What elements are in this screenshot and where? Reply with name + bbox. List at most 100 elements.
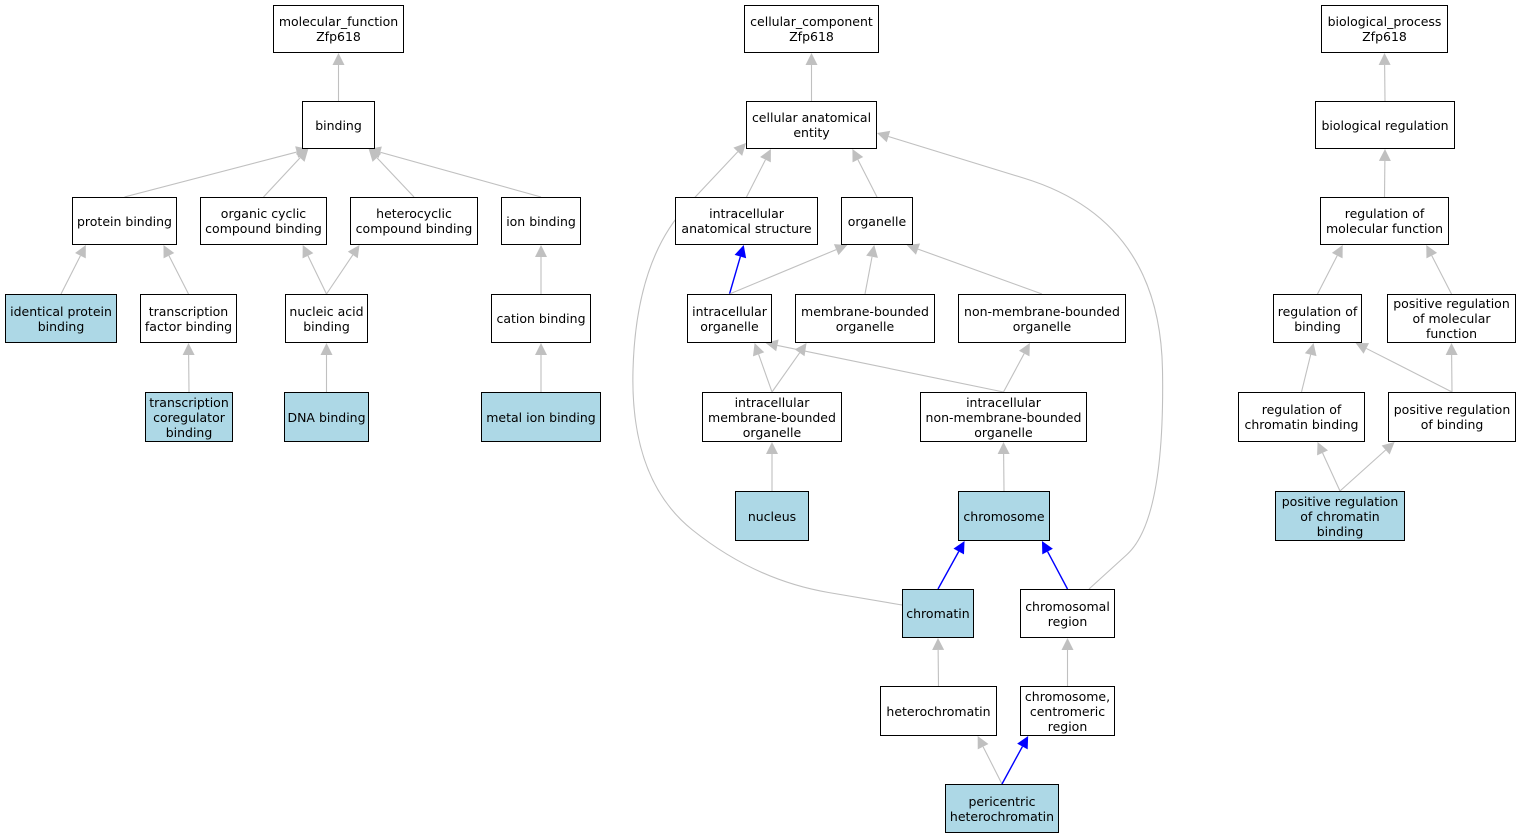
edge-line [1366,347,1453,393]
node-membrane-bounded-organelle[interactable]: membrane-bounded organelle [795,294,935,343]
edge-arrowhead [320,343,333,355]
edge-binding-to-mf_root [332,53,345,101]
edge-ion_binding-to-binding [368,146,542,198]
node-molecular-function-root[interactable]: molecular_function Zfp618 [273,5,404,53]
edge-arrowhead [368,146,382,159]
edge-metal_ion-to-cation_binding [535,343,547,392]
node-metal-ion-binding[interactable]: metal ion binding [481,392,601,442]
edge-arrowhead [953,541,965,555]
node-nucleus[interactable]: nucleus [735,491,809,541]
edge-line [1300,354,1312,393]
node-transcription-coregulator-binding[interactable]: transcription coregulator binding [145,392,233,442]
node-organic-cyclic-compound-binding[interactable]: organic cyclic compound binding [200,197,327,245]
edge-dna_binding-to-nucleic_acid [320,343,333,392]
edge-arrowhead [347,245,360,259]
edge-line [263,157,301,198]
edge-inmbo-to-nmbo [1003,343,1030,393]
node-positive-regulation-of-molecular-function[interactable]: positive regulation of molecular functio… [1387,294,1516,343]
edge-line [60,255,81,295]
node-regulation-of-molecular-function[interactable]: regulation of molecular function [1320,197,1449,245]
node-intracellular-organelle[interactable]: intracellular organelle [687,294,772,343]
node-heterocyclic-compound-binding[interactable]: heterocyclic compound binding [350,197,478,245]
edge-reg_mf-to-bio_reg [1378,149,1391,198]
node-positive-regulation-of-binding[interactable]: positive regulation of binding [1388,392,1516,442]
edge-line [326,254,354,295]
node-pericentric-heterochromatin[interactable]: pericentric heterochromatin [945,784,1059,833]
node-regulation-of-chromatin-binding[interactable]: regulation of chromatin binding [1238,392,1365,442]
node-biological-regulation[interactable]: biological regulation [1315,101,1455,149]
edge-arrowhead [1355,343,1370,354]
edge-line [1322,452,1341,492]
node-identical-protein-binding[interactable]: identical protein binding [5,294,117,343]
node-regulation-of-binding[interactable]: regulation of binding [1273,294,1362,343]
edge-arrowhead [1017,736,1029,750]
edge-pericentric-to-heterochromatin [977,736,1003,785]
edge-ias-to-cae [746,149,771,198]
node-cellular-component-root[interactable]: cellular_component Zfp618 [744,5,879,53]
node-positive-regulation-of-chromatin-binding[interactable]: positive regulation of chromatin binding [1275,491,1405,541]
edge-line [1046,551,1069,590]
node-cellular-anatomical-entity[interactable]: cellular anatomical entity [746,101,877,149]
node-heterochromatin[interactable]: heterochromatin [880,686,997,736]
edge-pos_reg_binding-to-pos_reg_mf [1445,343,1458,393]
edge-arrowhead [1381,442,1395,455]
node-intracellular-membrane-bounded-organelle[interactable]: intracellular membrane-bounded organelle [702,392,842,442]
node-intracellular-anatomical-structure[interactable]: intracellular anatomical structure [675,197,818,245]
node-chromatin[interactable]: chromatin [902,589,974,638]
edge-line [1317,255,1338,295]
edge-line [376,157,415,198]
node-intracellular-non-membrane-bounded-organelle[interactable]: intracellular non-membrane-bounded organ… [920,392,1087,442]
edge-tx_coregulator-to-tf_binding [182,343,195,393]
edge-line [307,255,327,295]
edge-arrowhead [833,244,848,256]
edge-line [729,249,837,295]
edge-arrowhead [75,245,86,259]
edge-arrowhead [332,53,345,65]
edge-line [746,159,766,198]
node-transcription-factor-binding[interactable]: transcription factor binding [140,294,237,343]
node-chromosome[interactable]: chromosome [958,491,1050,541]
node-cation-binding[interactable]: cation binding [491,294,591,343]
edge-arrowhead [1426,245,1438,259]
edge-chrom_region-to-chromosome [1041,541,1069,590]
node-dna-binding[interactable]: DNA binding [284,392,369,442]
edge-arrowhead [733,143,746,156]
edge-arrowhead [760,149,771,163]
node-nucleic-acid-binding[interactable]: nucleic acid binding [285,294,368,343]
node-organelle[interactable]: organelle [841,197,913,245]
edge-cae-to-cc_root [805,53,818,101]
edge-chromosome-to-inmbo [997,442,1010,492]
node-binding[interactable]: binding [302,101,375,149]
node-chromosomal-region[interactable]: chromosomal region [1020,589,1115,638]
edge-arrowhead [794,343,807,357]
edge-arrowhead [295,149,309,162]
edge-intra_org-to-ias [728,245,747,295]
edge-line [1001,746,1024,785]
node-non-membrane-bounded-organelle[interactable]: non-membrane-bounded organelle [958,294,1126,343]
edge-arrowhead [906,243,921,255]
node-chromosome-centromeric-region[interactable]: chromosome, centromeric region [1020,686,1115,736]
edge-nucleic_acid-to-heterocyclic [326,245,360,295]
edge-arrowhead [1304,343,1317,357]
edge-arrowhead [1317,442,1329,456]
node-ion-binding[interactable]: ion binding [501,197,581,245]
edge-line [758,354,773,393]
edge-arrowhead [877,130,891,143]
edge-line [124,151,297,198]
edge-line [632,151,903,606]
edge-line [937,551,960,590]
node-protein-binding[interactable]: protein binding [72,197,177,245]
edge-cation_binding-to-ion_binding [535,245,547,294]
edge-arrowhead [1378,53,1391,66]
edge-heterocyclic-to-binding [368,149,415,198]
edge-arrowhead [932,638,945,651]
edge-imbo-to-intra_org [752,343,773,393]
node-biological-process-root[interactable]: biological_process Zfp618 [1321,5,1448,53]
edge-line [982,746,1003,785]
edge-nmbo-to-organelle [906,243,1043,295]
edge-bio_reg-to-bp_root [1378,53,1391,102]
edge-tf_binding-to-protein_binding [163,245,189,295]
edge-arrowhead [535,343,547,355]
edge-arrowhead [852,149,864,163]
edge-arrowhead [163,245,175,259]
